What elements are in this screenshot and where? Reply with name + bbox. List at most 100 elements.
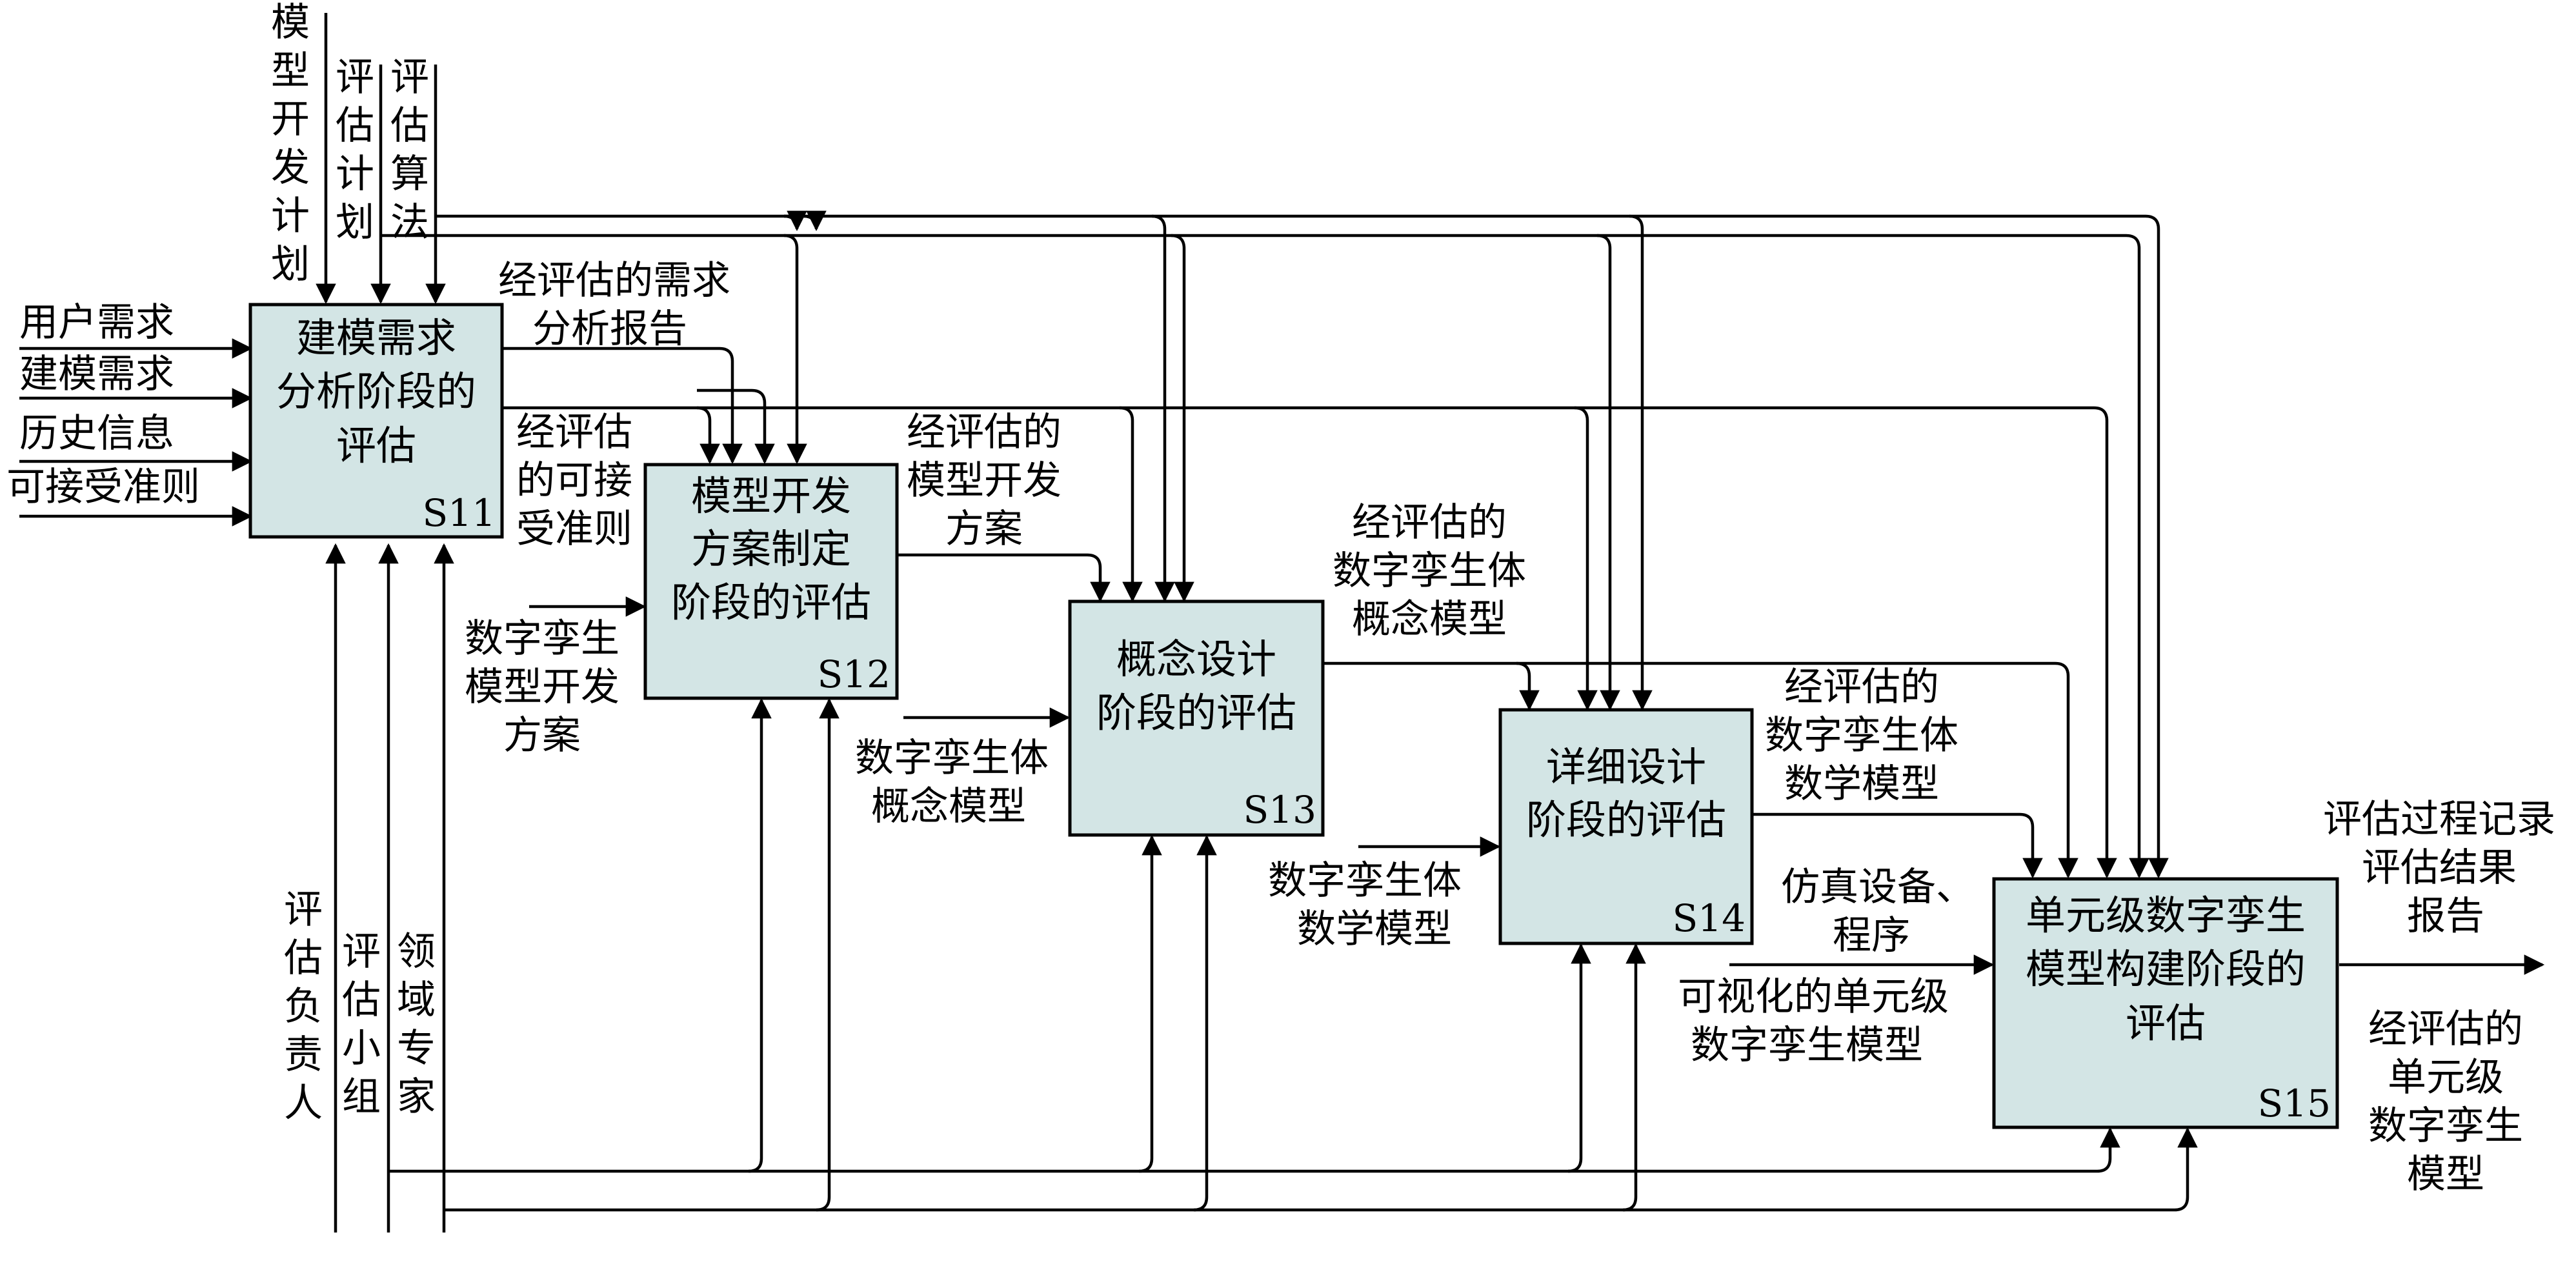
- label-accept-out: 经评估 的可接 受准则: [516, 410, 632, 552]
- box-s11-line-2: 分析阶段的: [276, 368, 476, 415]
- box-s11-line-3: 评估: [336, 422, 416, 469]
- line: 数字孪生体: [855, 736, 1049, 781]
- label-user-req: 用户需求: [19, 300, 174, 345]
- char: 责: [284, 1032, 323, 1078]
- arrow-s13-to-s15: [1516, 661, 2078, 879]
- char: 模: [271, 0, 310, 45]
- line: 概念模型: [871, 784, 1026, 829]
- line: 经评估的需求: [498, 258, 730, 303]
- label-record: 评估过程记录 评估结果 报告: [2323, 797, 2555, 939]
- line: 分析报告: [532, 307, 687, 352]
- box-s14-id: S14: [1672, 896, 1746, 940]
- label-eval-algo: 评 估 算 法: [390, 55, 429, 245]
- line: 模型开发: [907, 458, 1062, 503]
- box-s13-line-1: 概念设计: [1116, 636, 1276, 683]
- char: 估: [284, 936, 323, 981]
- box-s12-line-1: 模型开发: [691, 472, 851, 519]
- line: 经评估的: [907, 410, 1062, 455]
- line: 数字孪生体: [1268, 858, 1462, 903]
- arrow-evalplan-to-s15: [1597, 234, 2149, 879]
- left-input-labels: 用户需求 建模需求 历史信息 可接受准则: [6, 300, 200, 510]
- line: 经评估的: [2368, 1007, 2523, 1052]
- char: 家: [397, 1074, 436, 1120]
- char: 人: [284, 1081, 323, 1126]
- line: 数字孪生: [2368, 1103, 2523, 1149]
- char: 领: [397, 929, 436, 974]
- char: 评: [390, 55, 429, 100]
- box-s14-line-1: 详细设计: [1546, 743, 1706, 790]
- box-s15-line-3: 评估: [2126, 1000, 2206, 1047]
- char: 评: [336, 55, 374, 100]
- arrow-s11-report-to-s12: [503, 347, 743, 465]
- label-eval-leader: 评 估 负 责 人: [284, 887, 323, 1126]
- line: 经评估: [516, 410, 632, 455]
- char: 计: [336, 152, 374, 197]
- line: 评估过程记录: [2323, 797, 2555, 842]
- label-math-out: 经评估的 数字孪生体 数学模型: [1765, 665, 1958, 807]
- line: 的可接: [516, 458, 632, 503]
- char: 评: [342, 929, 381, 974]
- line: 报告: [2407, 894, 2484, 939]
- char: 开: [271, 97, 310, 142]
- char: 计: [271, 194, 310, 239]
- box-s13-id: S13: [1243, 788, 1316, 832]
- char: 估: [390, 103, 429, 148]
- arrow-algo-to-s12: [436, 210, 807, 232]
- char: 评: [284, 887, 323, 932]
- box-s12-id: S12: [817, 652, 891, 696]
- label-model-dev-plan: 模 型 开 发 计 划: [271, 0, 310, 287]
- arrow-accept-branch-s12b: [697, 388, 775, 465]
- char: 负: [284, 984, 323, 1029]
- line: 可视化的单元级: [1678, 974, 1949, 1020]
- box-s11: 建模需求 分析阶段的 评估 S11: [248, 303, 504, 539]
- line: 评估结果: [2362, 845, 2517, 891]
- line: 受准则: [516, 507, 632, 552]
- box-s12: 模型开发 方案制定 阶段的评估 S12: [643, 463, 899, 700]
- box-s15-line-2: 模型构建阶段的: [2026, 945, 2306, 992]
- label-accept-criteria: 可接受准则: [6, 465, 200, 510]
- label-history: 历史信息: [19, 411, 174, 456]
- arrow-expert-to-s12: [444, 698, 840, 1212]
- label-req-report: 经评估的需求 分析报告: [498, 258, 730, 352]
- line: 数学模型: [1784, 761, 1939, 807]
- box-s11-id: S11: [422, 491, 496, 535]
- label-model-req: 建模需求: [19, 352, 174, 397]
- label-concept-in: 数字孪生体 概念模型: [855, 736, 1049, 829]
- line: 模型: [2407, 1152, 2484, 1197]
- box-s13-line-2: 阶段的评估: [1096, 689, 1296, 736]
- box-s12-line-3: 阶段的评估: [671, 579, 871, 626]
- label-concept-out: 经评估的 数字孪生体 概念模型: [1333, 500, 1526, 642]
- char: 小: [342, 1026, 381, 1071]
- arrow-s14-to-s15: [1750, 812, 2043, 879]
- box-s15: 单元级数字孪生 模型构建阶段的 评估 S15: [1992, 877, 2339, 1129]
- char: 划: [336, 200, 374, 245]
- label-dev-plan-out: 经评估的 模型开发 方案: [907, 410, 1062, 552]
- line: 模型开发: [465, 665, 619, 710]
- box-s15-id: S15: [2257, 1082, 2331, 1125]
- arrow-group-to-s15: [1568, 1127, 2120, 1173]
- box-s14-line-2: 阶段的评估: [1526, 796, 1726, 843]
- arrow-algo-to-s15: [1629, 214, 2169, 879]
- box-s15-line-1: 单元级数字孪生: [2026, 892, 2306, 939]
- char: 组: [342, 1074, 381, 1120]
- label-eval-plan: 评 估 计 划: [336, 55, 374, 245]
- line: 数字孪生体: [1333, 548, 1526, 594]
- arrow-s12-to-s13: [896, 553, 1111, 603]
- label-domain-expert: 领 域 专 家: [397, 929, 436, 1120]
- box-s14: 详细设计 阶段的评估 S14: [1498, 708, 1754, 945]
- arrow-accept-to-s15: [1575, 406, 2117, 879]
- label-math-in: 数字孪生体 数学模型: [1268, 858, 1462, 952]
- char: 法: [390, 200, 429, 245]
- line: 概念模型: [1352, 597, 1507, 642]
- label-eval-group: 评 估 小 组: [342, 929, 381, 1120]
- label-sim: 仿真设备、 程序: [1781, 865, 1975, 958]
- line: 数字孪生体: [1765, 713, 1958, 758]
- line: 程序: [1833, 913, 1910, 958]
- char: 专: [397, 1026, 436, 1071]
- arrow-s13-to-s14: [1323, 661, 1540, 711]
- arrow-expert-to-s13: [816, 834, 1217, 1212]
- box-s13: 概念设计 阶段的评估 S13: [1068, 599, 1325, 837]
- arrow-group-to-s13: [749, 834, 1162, 1173]
- arrow-expert-to-s15: [1623, 1127, 2198, 1212]
